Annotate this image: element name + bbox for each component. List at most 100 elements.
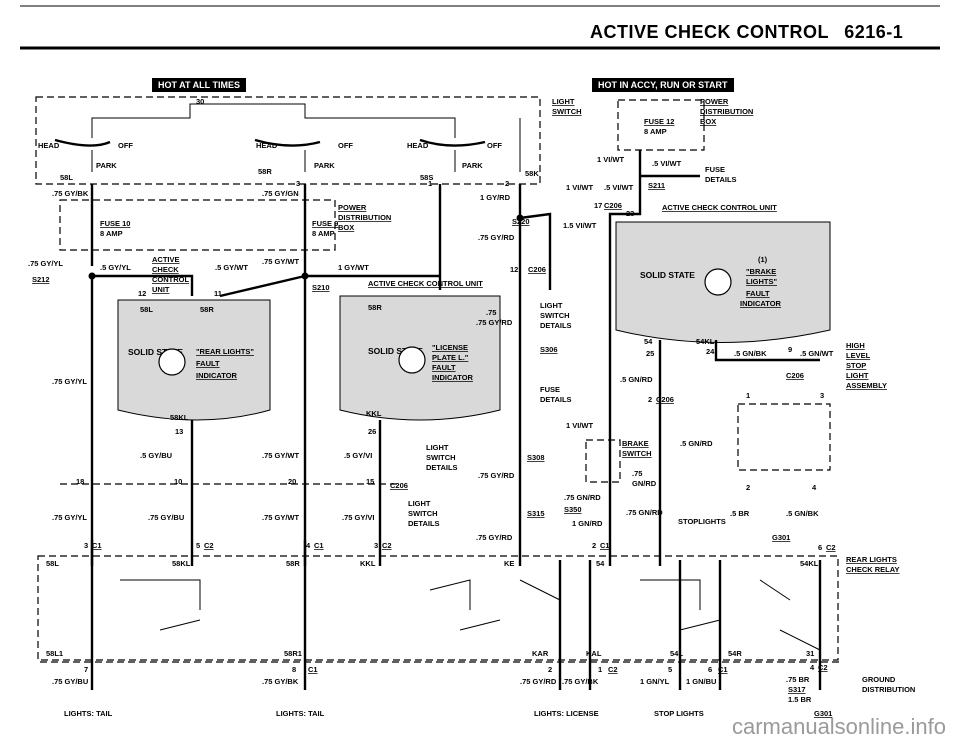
label-stop-lights: STOP LIGHTS: [654, 709, 704, 718]
right-pin25: 25: [646, 349, 654, 358]
unit-58kl: 58KL: [170, 413, 189, 422]
hls-light: LIGHT: [846, 371, 869, 380]
right-unit-title: ACTIVE CHECK CONTROL UNIT: [662, 203, 777, 212]
rpdb-line2: DISTRIBUTION: [700, 107, 753, 116]
light-switch-box: [35, 96, 541, 185]
bb-c2: C2: [608, 665, 618, 674]
bottom-verticals: [90, 540, 822, 690]
lsd-1: LIGHT: [540, 301, 563, 310]
bb-c1: C1: [308, 665, 318, 674]
right-fault: FAULT: [746, 289, 770, 298]
rwire-5-vi-wt: .5 VI/WT: [652, 159, 682, 168]
relay-bot-54r: 54R: [728, 649, 742, 658]
relay-bot-54l: 54L: [670, 649, 683, 658]
bwire-gy-vi: .5 GY/VI: [344, 451, 372, 460]
fuse10-label: FUSE 10: [100, 219, 130, 228]
connector-c206-a: C206: [528, 265, 546, 274]
splice-dot-s210: [301, 272, 309, 280]
wire-label-gy-yl-3: .75 GY/YL: [52, 377, 87, 386]
bb-wire-gn-bu: 1 GN/BU: [686, 677, 716, 686]
hls-high: HIGH: [846, 341, 865, 350]
unit-line3: CONTROL: [152, 275, 189, 284]
rwire-75-gn-rd: .75 GN/RD: [564, 493, 601, 502]
rwire-15-vi-wt: 1.5 VI/WT: [563, 221, 597, 230]
right-fault-lamp-icon: [704, 268, 732, 296]
bwire-gy-bu: .5 GY/BU: [140, 451, 172, 460]
right-q2: LIGHTS": [746, 277, 777, 286]
park-label-1: PARK: [96, 161, 117, 170]
relay-top-58r: 58R: [286, 559, 300, 568]
rpdb-line3: BOX: [700, 117, 716, 126]
off-label-2: OFF: [338, 141, 353, 150]
rwire-gn-rd-2: .5 GN/RD: [680, 439, 713, 448]
relay-top-58l: 58L: [46, 559, 59, 568]
relay-bot-58r1: 58R1: [284, 649, 302, 658]
light-switch-name-1: LIGHT: [552, 97, 575, 106]
mid-indicator-quote: "LICENSE: [432, 343, 468, 352]
bb-s317: S317: [788, 685, 806, 694]
right-solid: SOLID STATE: [640, 270, 695, 280]
right-q1: "BRAKE: [746, 267, 776, 276]
bb-wire-br: .75 BR: [786, 675, 810, 684]
wire-label-gy-yl-1: .75 GY/YL: [28, 259, 63, 268]
relay-name-2: CHECK RELAY: [846, 565, 899, 574]
bb-c1-b: C1: [718, 665, 728, 674]
wire-75-label: .75: [486, 308, 496, 317]
connector-c206-c: C206: [786, 371, 804, 380]
bb-pin1: 1: [598, 665, 602, 674]
rwire-1-gn-rd: 1 GN/RD: [572, 519, 603, 528]
rwire-gy-rd-2: .75 GY/RD: [478, 471, 515, 480]
right-54: 54: [644, 337, 653, 346]
banner-hot-in-accy: HOT IN ACCY, RUN OR START: [592, 78, 734, 92]
lsd3-3: DETAILS: [408, 519, 440, 528]
bpin-20: 20: [288, 477, 296, 486]
unit-line2: CHECK: [152, 265, 179, 274]
rwire-1-vi-wt: 1 VI/WT: [597, 155, 625, 164]
wire-label-gy-wt-2: .75 GY/WT: [262, 257, 300, 266]
bpin-10: 10: [174, 477, 182, 486]
relay-name-1: REAR LIGHTS: [846, 555, 897, 564]
bpin-5: 5: [196, 541, 200, 550]
label-lights-tail-left: LIGHTS: TAIL: [64, 709, 113, 718]
pin-58k: 58K: [525, 169, 539, 178]
wire-to-pin12: [92, 274, 194, 296]
label-lights-license: LIGHTS: LICENSE: [534, 709, 599, 718]
pin-1-top: 1: [428, 179, 432, 188]
pin-30: 30: [196, 97, 204, 106]
rwire-5-br: .5 BR: [730, 509, 750, 518]
pdb-line1: POWER: [338, 203, 367, 212]
pin-12-right: 12: [510, 265, 518, 274]
rpdb-line1: POWER: [700, 97, 729, 106]
bb-wire-gy-bk: .75 GY/BK: [262, 677, 299, 686]
lsd3-2: SWITCH: [408, 509, 438, 518]
splice-s306: S306: [540, 345, 558, 354]
splice-s350: S350: [564, 505, 582, 514]
unit-solid: SOLID STATE: [128, 347, 183, 357]
splice-s211: S211: [648, 181, 665, 190]
lsd2-2: SWITCH: [426, 453, 456, 462]
bb-pin7: 7: [84, 665, 88, 674]
brake-1: BRAKE: [622, 439, 649, 448]
unit-line4: UNIT: [152, 285, 170, 294]
hls-pin3: 3: [820, 391, 824, 400]
hls-box: [737, 403, 831, 471]
splice-s210: S210: [312, 283, 330, 292]
watermark: carmanualsonline.info: [731, 714, 946, 739]
pin-58l: 58L: [60, 173, 73, 182]
bconn-c1-c: C1: [600, 541, 610, 550]
mid-indicator-fault: FAULT: [432, 363, 456, 372]
brake-2: SWITCH: [622, 449, 652, 458]
off-label-3: OFF: [487, 141, 502, 150]
mid-indicator-indicator: INDICATOR: [432, 373, 474, 382]
pdb-line2: DISTRIBUTION: [338, 213, 391, 222]
bb-wire-15-br: 1.5 BR: [788, 695, 812, 704]
head-label-2: HEAD: [256, 141, 278, 150]
rwire-5-gn-bk: .5 GN/BK: [786, 509, 819, 518]
switch-bus: [91, 103, 456, 138]
pin-3-top: 3: [296, 179, 300, 188]
fuse10-amp: 8 AMP: [100, 229, 123, 238]
relay-top-54kl: 54KL: [800, 559, 819, 568]
fuse9-amp: 8 AMP: [312, 229, 335, 238]
banner-hot-at-all-times: HOT AT ALL TIMES: [152, 78, 246, 92]
rwire-gn-bk: .5 GN/BK: [734, 349, 767, 358]
